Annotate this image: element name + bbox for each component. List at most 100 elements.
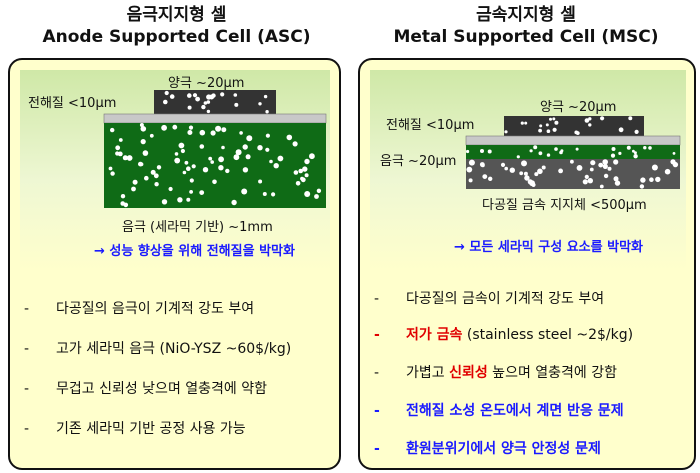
pore-dot	[539, 124, 543, 128]
pore-dot	[537, 168, 543, 175]
pore-dot	[520, 121, 524, 125]
msc-layer-stack	[465, 116, 681, 189]
pore-dot	[201, 104, 206, 110]
pore-dot	[186, 166, 191, 171]
pore-dot	[286, 134, 293, 141]
pore-dot	[541, 165, 546, 170]
pore-dot	[574, 130, 579, 135]
asc-diagram: 양극 ~20μm 전해질 <10μm 음극 (세라믹 기반) ~1mm → 성능…	[20, 70, 330, 270]
pore-dot	[139, 123, 144, 127]
pore-dot	[138, 161, 143, 167]
pore-dot	[206, 100, 211, 104]
pore-dot	[524, 175, 530, 181]
pore-dot	[164, 90, 169, 96]
msc-anode-layer	[466, 145, 680, 159]
pore-dot	[549, 117, 552, 121]
pore-dot	[172, 124, 178, 130]
msc-electrolyte-label: 전해질 <10μm	[386, 118, 475, 133]
pore-dot	[628, 116, 633, 121]
pore-dot	[504, 166, 508, 171]
pore-dot	[610, 153, 616, 158]
asc-bullet-4: -기존 세라믹 기반 공정 사용 가능	[24, 421, 246, 437]
pore-dot	[576, 165, 583, 171]
pore-dot	[131, 186, 136, 192]
msc-cathode-pores	[504, 116, 639, 135]
pore-dot	[482, 174, 488, 179]
pore-dot	[234, 102, 239, 107]
pore-dot	[487, 149, 492, 154]
pore-dot	[534, 172, 539, 177]
pore-dot	[161, 124, 168, 131]
pore-dot	[504, 130, 508, 134]
pore-dot	[584, 118, 590, 123]
pore-dot	[212, 179, 217, 185]
pore-dot	[670, 159, 676, 165]
pore-dot	[142, 150, 149, 156]
pore-dot	[618, 127, 624, 133]
pore-dot	[524, 121, 528, 125]
asc-title-english: Anode Supported Cell (ASC)	[42, 27, 311, 47]
pore-dot	[516, 155, 520, 159]
pore-dot	[587, 178, 593, 184]
pore-dot	[178, 142, 185, 149]
pore-dot	[169, 94, 175, 99]
pore-dot	[218, 156, 225, 163]
msc-diagram: 양극 ~20μm 전해질 <10μm 음극 ~20μm 다공질 금속 지지체 <…	[370, 70, 686, 270]
pore-dot	[118, 138, 123, 142]
pore-dot	[640, 177, 646, 183]
pore-dot	[120, 194, 126, 199]
pore-dot	[554, 147, 558, 151]
msc-bullet-2: -저가 금속 (stainless steel ~2$/kg)	[374, 327, 634, 343]
pore-dot	[231, 199, 237, 206]
pore-dot	[304, 173, 309, 178]
pore-dot	[599, 184, 604, 189]
pore-dot	[206, 109, 211, 114]
pore-dot	[245, 154, 251, 160]
asc-bullet-3: -무겁고 신뢰성 낮으며 열충격에 약함	[24, 381, 267, 397]
pore-dot	[588, 123, 592, 127]
pore-dot	[466, 166, 473, 173]
asc-cathode-pores	[163, 90, 269, 114]
pore-dot	[215, 125, 222, 132]
asc-bullet-2: -고가 세라믹 음극 (NiO-YSZ ~60$/kg)	[24, 341, 292, 357]
pore-dot	[271, 192, 276, 197]
pore-dot	[546, 129, 551, 133]
pore-dot	[192, 93, 198, 98]
msc-anode-label: 음극 ~20μm	[380, 154, 457, 169]
asc-note: → 성능 향상을 위해 전해질을 박막화	[94, 244, 295, 259]
pore-dot	[210, 160, 214, 164]
pore-dot	[626, 145, 631, 150]
pore-dot	[233, 154, 240, 161]
pore-dot	[639, 184, 645, 189]
pore-dot	[140, 139, 146, 145]
asc-anode-pores	[108, 123, 322, 208]
asc-electrolyte-label: 전해질 <10μm	[28, 96, 117, 111]
pore-dot	[221, 127, 227, 133]
pore-dot	[602, 159, 608, 165]
pore-dot	[655, 176, 661, 183]
pore-dot	[479, 162, 485, 167]
pore-dot	[545, 123, 549, 127]
asc-panel: 양극 ~20μm 전해질 <10μm 음극 (세라믹 기반) ~1mm → 성능…	[8, 58, 341, 470]
pore-dot	[613, 176, 619, 182]
pore-dot	[468, 159, 475, 166]
pore-dot	[262, 192, 267, 196]
msc-support-pores	[466, 159, 679, 189]
pore-dot	[633, 151, 637, 155]
pore-dot	[521, 160, 527, 167]
asc-title-korean: 음극지지형 셀	[126, 5, 227, 25]
pore-dot	[189, 178, 194, 183]
pore-dot	[509, 167, 515, 173]
pore-dot	[182, 170, 187, 175]
pore-dot	[651, 164, 658, 171]
msc-note: → 모든 세라믹 구성 요소를 박막화	[454, 240, 644, 255]
pore-dot	[664, 168, 671, 175]
pore-dot	[298, 168, 304, 174]
msc-bullet-1: -다공질의 금속이 기계적 강도 부여	[374, 291, 605, 307]
pore-dot	[590, 160, 596, 166]
pore-dot	[598, 162, 604, 168]
pore-dot	[603, 173, 609, 179]
msc-bullet-4: -전해질 소성 온도에서 계면 반응 문제	[374, 403, 624, 419]
pore-dot	[209, 94, 215, 100]
pore-dot	[672, 152, 676, 155]
